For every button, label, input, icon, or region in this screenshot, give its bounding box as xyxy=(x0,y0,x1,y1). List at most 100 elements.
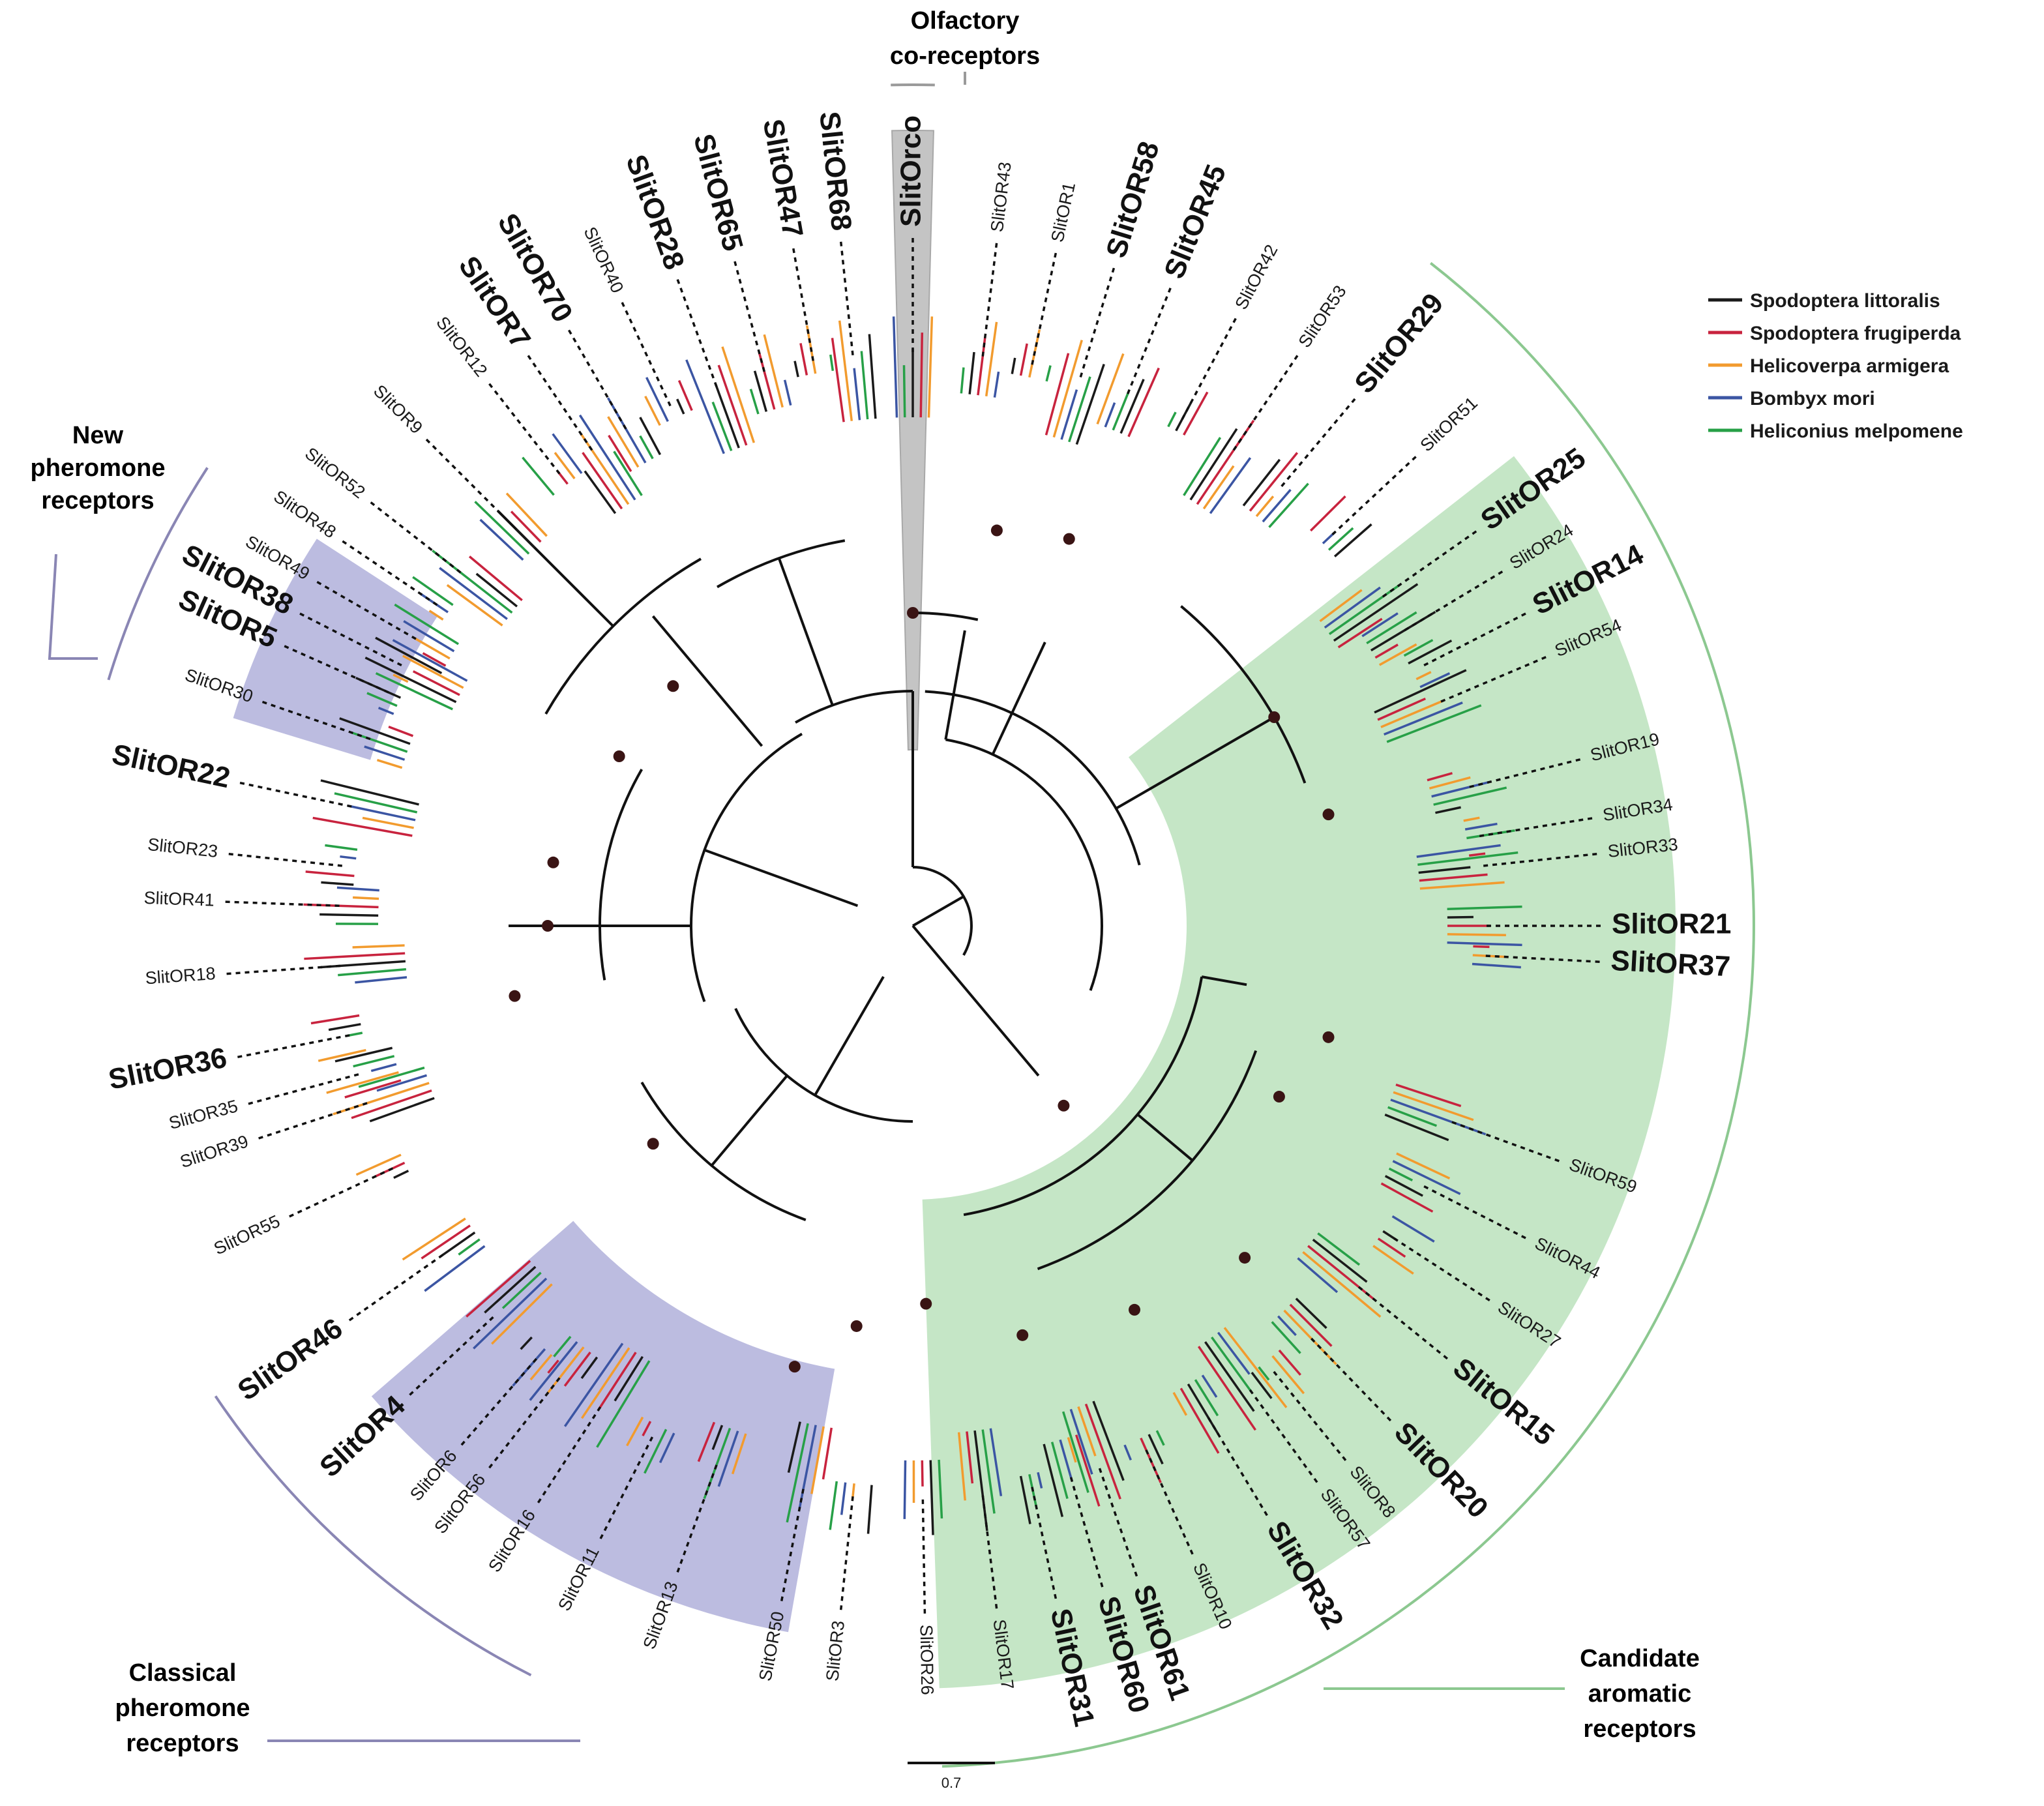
leaf-label: SlitOR28 xyxy=(619,151,690,274)
leaf-label: SlitOR37 xyxy=(1610,945,1731,983)
bootstrap-node xyxy=(907,607,919,619)
leaf-label: SlitOR43 xyxy=(987,161,1015,233)
leaf-leader-line xyxy=(339,538,438,606)
bootstrap-node xyxy=(1268,711,1281,723)
leaf-leader-line xyxy=(1382,528,1480,598)
legend-entry: Spodoptera frugiperda xyxy=(1750,323,1961,344)
leaf-label: SlitOR1 xyxy=(1047,181,1079,244)
bootstrap-node xyxy=(667,680,679,692)
leaf-leader-line xyxy=(1069,1477,1104,1591)
new-pheromone-line1: New xyxy=(72,422,124,449)
legend-entry: Helicoverpa armigera xyxy=(1750,355,1949,377)
new-pheromone-line3: receptors xyxy=(41,487,154,514)
leaf-label: SlitOR29 xyxy=(1348,288,1449,400)
leaf-label: SlitOR3 xyxy=(822,1620,848,1682)
aromatic-line3: receptors xyxy=(1583,1715,1696,1743)
tree-branches xyxy=(303,316,1522,1535)
leaf-leader-line xyxy=(1451,1121,1563,1164)
leaf-label: SlitOR47 xyxy=(757,117,809,240)
leaf-leader-line xyxy=(1440,655,1550,703)
bootstrap-node xyxy=(990,524,1003,537)
bootstrap-node xyxy=(542,920,554,932)
leaf-label: SlitOR40 xyxy=(580,224,627,296)
leaf-leader-line xyxy=(1281,395,1358,488)
leaf-leader-line xyxy=(566,327,627,430)
new-pheromone-arc xyxy=(107,467,209,681)
leaf-leader-line xyxy=(1485,955,1603,964)
leaf-leader-line xyxy=(486,1377,561,1472)
leaf-leader-line xyxy=(1031,249,1058,365)
leaf-leader-line xyxy=(486,380,561,475)
leaf-leader-line xyxy=(792,244,814,361)
bootstrap-node xyxy=(613,750,625,762)
leaf-leader-line xyxy=(286,1167,394,1219)
leaf-leader-line xyxy=(535,1406,602,1506)
leaf-leader-line xyxy=(244,1073,359,1106)
leaf-leader-line xyxy=(1483,852,1601,867)
orco-label-line1: Olfactory xyxy=(911,7,1020,35)
leaf-leader-line xyxy=(1207,1417,1270,1519)
legend-entry: Spodoptera littoralis xyxy=(1750,290,1940,312)
leaf-label: SlitOR53 xyxy=(1294,282,1350,351)
leaf-leader-line xyxy=(236,780,352,808)
leaf-leader-line xyxy=(1232,352,1301,451)
leaf-leader-line xyxy=(981,239,998,357)
classical-pheromone-line1: Classical xyxy=(129,1659,237,1687)
leaf-label: SlitOR4 xyxy=(314,1389,411,1484)
bootstrap-node xyxy=(1129,1303,1140,1316)
leaf-label: SlitOR55 xyxy=(211,1211,283,1259)
leaf-label: SlitOR12 xyxy=(432,313,491,381)
aromatic-highlight xyxy=(922,456,1676,1689)
new-pheromone-highlight xyxy=(233,539,437,760)
bootstrap-node xyxy=(1058,1099,1070,1112)
leaf-label: SlitOR21 xyxy=(1612,908,1731,940)
bootstrap-nodes xyxy=(509,524,1335,1373)
legend-entry: Heliconius melpomene xyxy=(1750,421,1963,442)
leaf-leader-line xyxy=(1357,1286,1451,1362)
classical-pheromone-highlight xyxy=(371,1221,835,1633)
leaf-label: SlitOR45 xyxy=(1158,160,1232,283)
leaf-leader-line xyxy=(525,352,593,451)
leaf-leader-line xyxy=(222,900,340,908)
bootstrap-node xyxy=(1322,808,1335,821)
leaf-leader-line xyxy=(675,276,718,387)
leaf-label: SlitOR9 xyxy=(370,381,426,437)
leaf-leader-line xyxy=(1331,453,1419,536)
orco-highlight xyxy=(891,129,934,751)
bootstrap-node xyxy=(920,1297,932,1310)
leaf-leader-line xyxy=(1079,264,1116,377)
bootstrap-node xyxy=(1063,533,1075,545)
leaf-leader-line xyxy=(1273,1370,1349,1464)
leaf-label: SlitOR52 xyxy=(301,443,369,502)
leaf-leader-line xyxy=(675,1464,718,1576)
leaf-leader-line xyxy=(296,611,402,667)
leaf-leader-line xyxy=(1145,1449,1195,1558)
leaf-label: SlitOR39 xyxy=(177,1131,250,1172)
bootstrap-node xyxy=(647,1138,659,1150)
new-pheromone-line2: pheromone xyxy=(31,454,166,482)
leaf-leader-line xyxy=(1469,757,1584,788)
aromatic-arc xyxy=(941,261,1755,1768)
classical-pheromone-arc xyxy=(214,1395,532,1677)
leaf-label: SlitOR36 xyxy=(106,1042,229,1096)
leaf-leader-line xyxy=(1031,1487,1058,1603)
group-arcs xyxy=(48,72,1755,1768)
bootstrap-node xyxy=(1239,1252,1251,1264)
leaf-leader-line xyxy=(1127,284,1173,394)
bootstrap-node xyxy=(547,856,559,868)
leaf-leader-line xyxy=(1393,1237,1493,1303)
leaf-leader-line xyxy=(921,1499,926,1617)
clade-highlights xyxy=(233,129,1676,1689)
leaf-label: SlitOR41 xyxy=(143,888,215,910)
leaf-leader-line xyxy=(458,1357,537,1449)
leaf-leader-line xyxy=(280,644,389,694)
leaf-label: SlitOR58 xyxy=(1100,138,1165,261)
leaf-leader-line xyxy=(367,499,462,574)
leaf-leader-line xyxy=(406,1316,494,1399)
leaf-leader-line xyxy=(255,1102,368,1141)
leaf-leader-line xyxy=(1249,1389,1320,1486)
leaf-leader-line xyxy=(1311,1337,1394,1424)
leaf-label: SlitOR68 xyxy=(813,110,857,233)
